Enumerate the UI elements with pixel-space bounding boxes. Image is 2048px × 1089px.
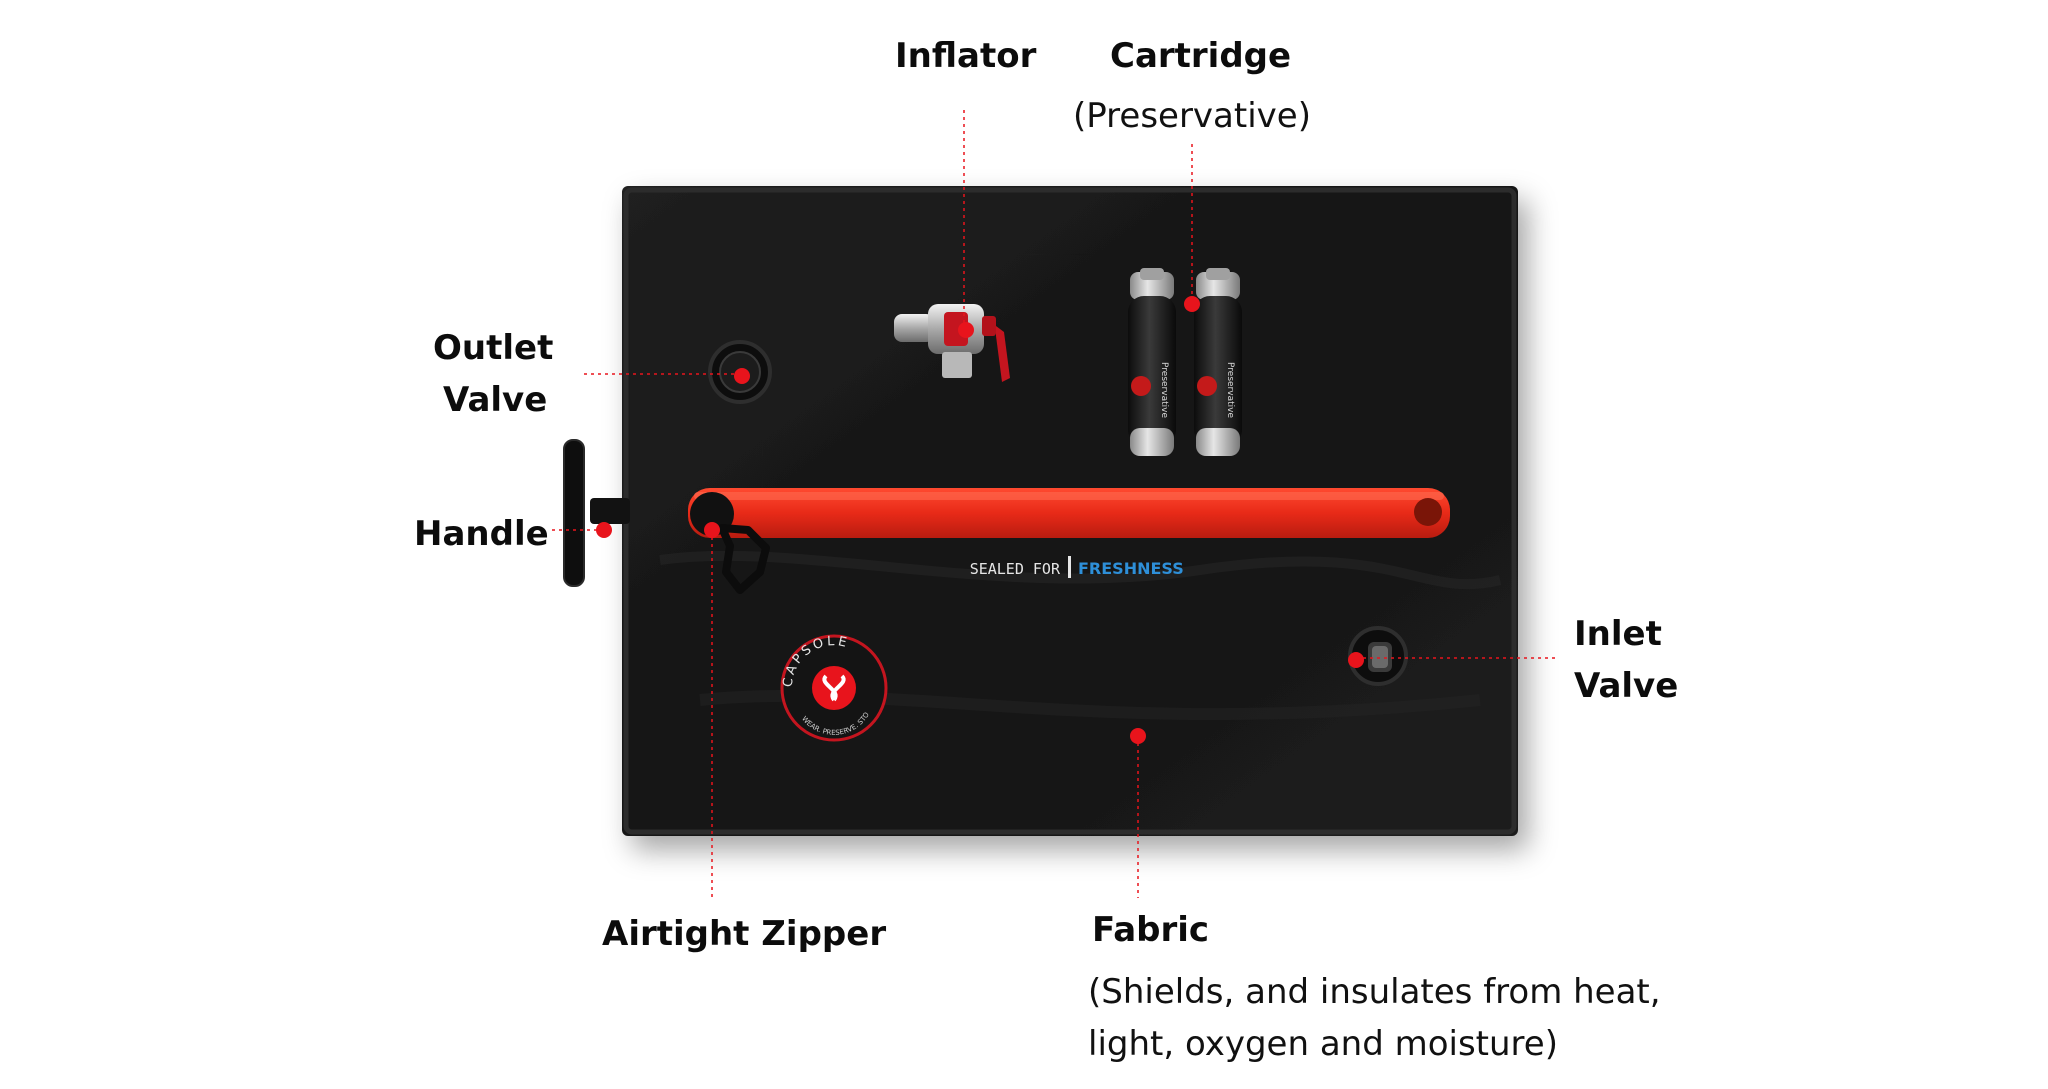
- marker-zipper: [704, 522, 720, 538]
- label-inflator: Inflator: [895, 36, 1037, 76]
- marker-inlet-valve: [1348, 652, 1364, 668]
- marker-inflator: [958, 322, 974, 338]
- cartridge-left: Preservative: [1128, 268, 1176, 456]
- label-outlet-valve-line2: Valve: [443, 380, 548, 420]
- handle: [563, 439, 630, 587]
- marker-handle: [596, 522, 612, 538]
- marker-outlet-valve: [734, 368, 750, 384]
- airtight-zipper: [688, 488, 1450, 594]
- label-fabric-note-line2: light, oxygen and moisture): [1088, 1024, 1558, 1064]
- print-freshness: FRESHNESS: [1078, 559, 1184, 578]
- marker-fabric: [1130, 728, 1146, 744]
- cartridge-right: Preservative: [1194, 268, 1242, 456]
- bag-wrinkle: [659, 550, 1502, 590]
- label-outlet-valve-line1: Outlet: [433, 328, 554, 368]
- label-fabric-note-line1: (Shields, and insulates from heat,: [1088, 972, 1661, 1012]
- zipper-pull: [718, 524, 770, 594]
- leader-lines: [552, 110, 1556, 898]
- label-airtight-zipper: Airtight Zipper: [602, 914, 887, 954]
- cartridge-print: Preservative: [1159, 362, 1169, 418]
- print-sealed-for: SEALED FOR: [970, 560, 1061, 578]
- label-handle: Handle: [414, 514, 549, 554]
- cartridge-print: Preservative: [1225, 362, 1235, 418]
- inflator: [894, 304, 1010, 382]
- label-inlet-valve-line1: Inlet: [1574, 614, 1662, 654]
- label-cartridge-note: (Preservative): [1073, 96, 1311, 136]
- marker-cartridge: [1184, 296, 1200, 312]
- label-cartridge: Cartridge: [1110, 36, 1292, 76]
- sealed-for-freshness-print: SEALED FOR FRESHNESS: [970, 556, 1184, 578]
- label-inlet-valve-line2: Valve: [1574, 666, 1679, 706]
- inlet-valve: [1348, 626, 1408, 686]
- marker-dots: [596, 296, 1364, 744]
- label-fabric: Fabric: [1092, 910, 1210, 950]
